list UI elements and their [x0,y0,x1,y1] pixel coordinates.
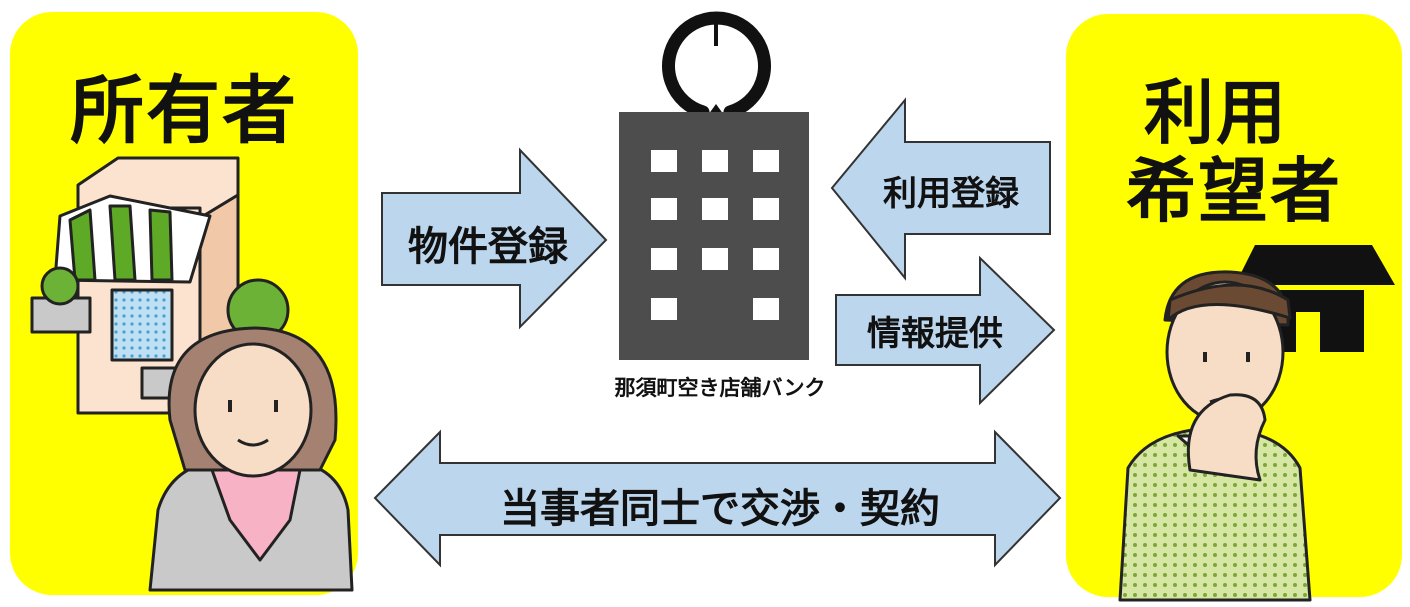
arrow-information [835,255,1056,406]
building-icon [619,112,809,360]
man-thinking-icon [1118,270,1312,602]
property-registration-label: 物件登録 [408,224,568,270]
owner-title: 所有者 [70,68,298,154]
user-title-line1: 利用 [1144,72,1288,154]
arrow-user-registration [830,97,1051,281]
negotiation-label: 当事者同士で交渉・契約 [500,486,940,532]
arrow-negotiation [373,429,1062,568]
user-title-line2: 希望者 [1126,150,1342,232]
woman-icon [148,278,354,592]
bank-caption: 那須町空き店舗バンク [614,376,826,400]
arrow-property-registration [381,147,608,330]
information-label: 情報提供 [867,314,1003,354]
user-registration-label: 利用登録 [883,174,1019,214]
